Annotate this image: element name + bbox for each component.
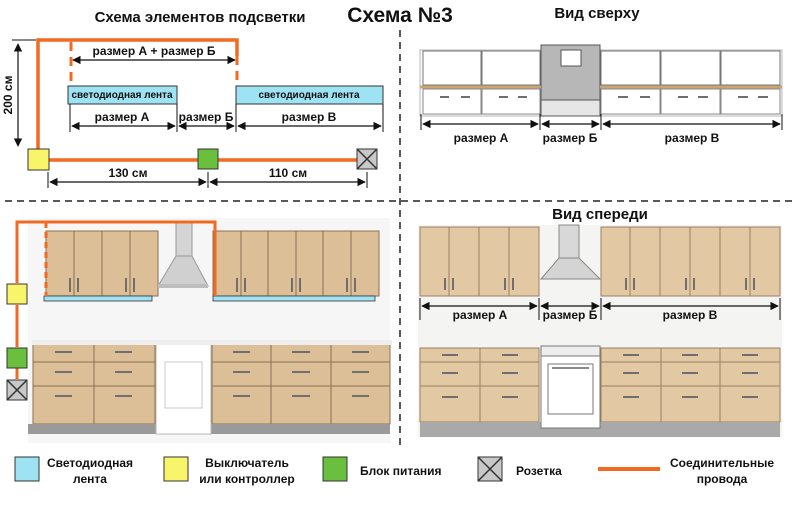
render-led-strip-a bbox=[43, 295, 153, 302]
top-view-size-v-label: размер В bbox=[665, 131, 720, 145]
legend-switch-line1: Выключатель bbox=[205, 456, 289, 470]
quadrant-dividers bbox=[5, 30, 795, 445]
power-supply-box bbox=[197, 148, 219, 170]
front-view-size-a-label: размер А bbox=[453, 308, 508, 322]
distance-130-label: 130 см bbox=[109, 166, 148, 180]
legend-socket-label: Розетка bbox=[516, 464, 562, 478]
legend-switch-swatch bbox=[163, 456, 189, 482]
size-a-plus-b-label: размер А + размер Б bbox=[92, 44, 215, 58]
legend: Светодиодная лента Выключатель или контр… bbox=[14, 456, 774, 486]
kitchen-render-panel bbox=[6, 218, 392, 443]
scheme-number-title: Схема №3 bbox=[347, 4, 453, 27]
front-view-panel: Вид спереди размер А размер Б размер В bbox=[418, 206, 782, 437]
legend-wire-line2: провода bbox=[697, 472, 748, 486]
legend-power-label: Блок питания bbox=[360, 464, 442, 478]
legend-switch-line2: или контроллер bbox=[199, 472, 294, 486]
size-v-label: размер В bbox=[282, 110, 337, 124]
distance-110-label: 110 см bbox=[269, 166, 307, 180]
front-view-title: Вид спереди bbox=[552, 206, 648, 223]
front-view-size-v-label: размер В bbox=[663, 308, 718, 322]
top-view-title: Вид сверху bbox=[554, 5, 640, 22]
render-socket-icon bbox=[6, 379, 28, 401]
legend-led-line2: лента bbox=[73, 472, 107, 486]
schematic-panel: Схема элементов подсветки Схема №3 200 с… bbox=[1, 4, 453, 188]
top-view-size-b-label: размер Б bbox=[543, 131, 598, 145]
legend-socket-icon bbox=[477, 456, 503, 482]
switch-controller-box bbox=[27, 148, 50, 171]
led-strip-v bbox=[235, 85, 384, 105]
render-switch-box bbox=[6, 283, 28, 305]
legend-wire-line1: Соединительные bbox=[670, 456, 774, 470]
height-dimension-label: 200 см bbox=[1, 75, 15, 114]
size-a-label: размер А bbox=[95, 110, 150, 124]
legend-led-swatch bbox=[14, 456, 40, 482]
socket-icon bbox=[356, 148, 378, 170]
front-view-size-b-label: размер Б bbox=[543, 308, 598, 322]
led-strip-v-label: светодиодная лента bbox=[258, 90, 360, 101]
schematic-title: Схема элементов подсветки bbox=[95, 9, 306, 26]
top-view-size-a-label: размер А bbox=[454, 131, 509, 145]
schematic-dashed-wires bbox=[69, 42, 239, 86]
led-strip-a bbox=[67, 85, 178, 105]
led-strip-a-label: светодиодная лента bbox=[71, 90, 173, 101]
top-view-panel: Вид сверху bbox=[419, 5, 783, 145]
legend-power-swatch bbox=[322, 456, 348, 482]
render-power-box bbox=[6, 347, 28, 369]
render-led-strip-v bbox=[212, 295, 376, 302]
size-b-label: размер Б bbox=[179, 110, 234, 124]
legend-led-line1: Светодиодная bbox=[47, 456, 133, 470]
schematic-wires bbox=[36, 38, 357, 162]
